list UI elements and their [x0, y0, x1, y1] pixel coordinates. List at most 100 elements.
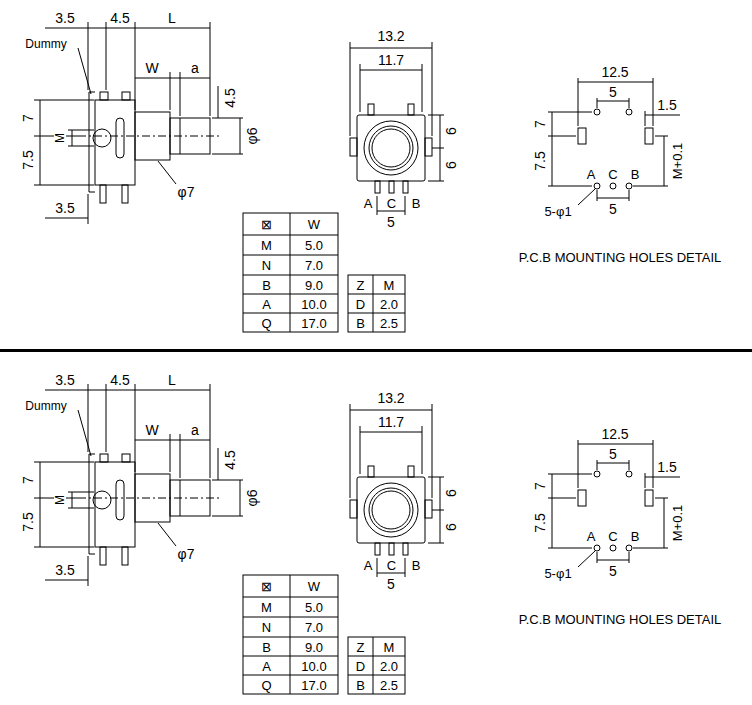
dimension-label: 3.5	[54, 373, 75, 387]
dimension-label: 11.7	[377, 415, 405, 429]
table-cell: 9.0	[304, 640, 324, 653]
table-cell: B	[261, 278, 272, 291]
dimension-label: a	[190, 423, 200, 437]
drawing-copy	[34, 384, 680, 694]
table-cell: 2.5	[379, 316, 399, 329]
dimension-label: L	[167, 11, 177, 25]
table-cell: 17.0	[300, 316, 327, 329]
table-cell: B	[355, 316, 366, 329]
table-cell: 10.0	[300, 659, 327, 672]
table-cell: 5.0	[304, 239, 324, 252]
dimension-label: 5-φ1	[543, 567, 572, 580]
dimension-label: 7	[21, 475, 35, 485]
table-cell: 2.0	[379, 297, 399, 310]
table-cell: 9.0	[304, 278, 324, 291]
dimension-label: L	[167, 373, 177, 387]
dimension-label: 7.5	[533, 512, 547, 533]
table-cell: 7.0	[304, 259, 324, 272]
table-cell: ⊠	[260, 218, 273, 231]
dimension-label: 3.5	[54, 201, 75, 215]
dimension-label: 5-φ1	[543, 205, 572, 218]
dimension-label: 6	[444, 160, 458, 170]
table-cell: W	[307, 218, 321, 231]
dimension-label: A	[586, 168, 597, 181]
table-cell: ⊠	[260, 580, 273, 593]
dimension-label: Dummy	[24, 38, 67, 50]
table-cell: M	[260, 239, 273, 252]
dimension-label: φ6	[245, 127, 259, 146]
table-cell: 10.0	[300, 297, 327, 310]
dimension-label: φ6	[245, 489, 259, 508]
dimension-label: M	[54, 132, 66, 144]
table-cell: A	[261, 297, 272, 310]
dimension-label: P.C.B MOUNTING HOLES DETAIL	[518, 613, 723, 626]
dimension-label: φ7	[177, 547, 196, 561]
table-cell: N	[261, 621, 272, 634]
dimension-label: φ7	[177, 185, 196, 199]
table-cell: N	[261, 259, 272, 272]
dimension-label: 7	[533, 119, 547, 129]
table-cell: 2.5	[379, 678, 399, 691]
dimension-label: A	[363, 559, 374, 572]
dimension-label: 12.5	[600, 427, 629, 441]
table-cell: M	[260, 601, 273, 614]
separator-bar	[0, 349, 752, 352]
dimension-label: Dummy	[24, 400, 67, 412]
dimension-label: 7	[21, 113, 35, 123]
dimension-label: C	[386, 559, 397, 572]
table-cell: 5.0	[304, 601, 324, 614]
dimension-label: 5	[608, 564, 618, 578]
dimension-label: 11.7	[377, 53, 405, 67]
table-cell: Q	[260, 678, 272, 691]
dimension-label: 6	[444, 126, 458, 136]
dimension-label: A	[586, 530, 597, 543]
dimension-label: P.C.B MOUNTING HOLES DETAIL	[518, 251, 723, 264]
dimension-label: M+0.1	[671, 142, 684, 181]
table-cell: M	[383, 640, 396, 653]
table-cell: Q	[260, 316, 272, 329]
dimension-label: M	[54, 494, 66, 506]
dimension-label: 7	[533, 481, 547, 491]
dimension-label: 12.5	[600, 65, 629, 79]
table-cell: B	[355, 678, 366, 691]
dimension-label: B	[411, 197, 422, 210]
dimension-label: W	[144, 423, 159, 437]
table-cell: B	[261, 640, 272, 653]
table-cell: 17.0	[300, 678, 327, 691]
dimension-label: 4.5	[109, 11, 130, 25]
dimension-label: 6	[444, 522, 458, 532]
table-cell: 2.0	[379, 659, 399, 672]
dimension-label: C	[607, 168, 618, 181]
dimension-label: A	[363, 197, 374, 210]
table-cell: Z	[356, 640, 366, 653]
dimension-label: 6	[444, 488, 458, 498]
dimension-label: B	[630, 530, 641, 543]
dimension-label: 1.5	[656, 460, 677, 474]
dimension-label: 4.5	[223, 449, 237, 470]
dimension-label: 7.5	[21, 511, 35, 532]
dimension-label: 5	[608, 447, 618, 461]
table-cell: W	[307, 580, 321, 593]
dimension-label: W	[144, 61, 159, 75]
dimension-label: 7.5	[533, 150, 547, 171]
dimension-label: 5	[386, 215, 396, 229]
dimension-label: B	[411, 559, 422, 572]
dimension-label: 5	[608, 85, 618, 99]
table-cell: A	[261, 659, 272, 672]
dimension-label: 1.5	[656, 98, 677, 112]
dimension-label: 4.5	[109, 373, 130, 387]
dimension-label: 13.2	[376, 29, 405, 43]
dimension-label: 5	[386, 577, 396, 591]
table-cell: Z	[356, 278, 366, 291]
table-cell: D	[355, 659, 366, 672]
dimension-label: M+0.1	[671, 504, 684, 543]
dimension-label: C	[607, 530, 618, 543]
dimension-label: 13.2	[376, 391, 405, 405]
drawing-copy	[34, 22, 680, 332]
dimension-label: B	[630, 168, 641, 181]
table-cell: M	[383, 278, 396, 291]
dimension-label: C	[386, 197, 397, 210]
